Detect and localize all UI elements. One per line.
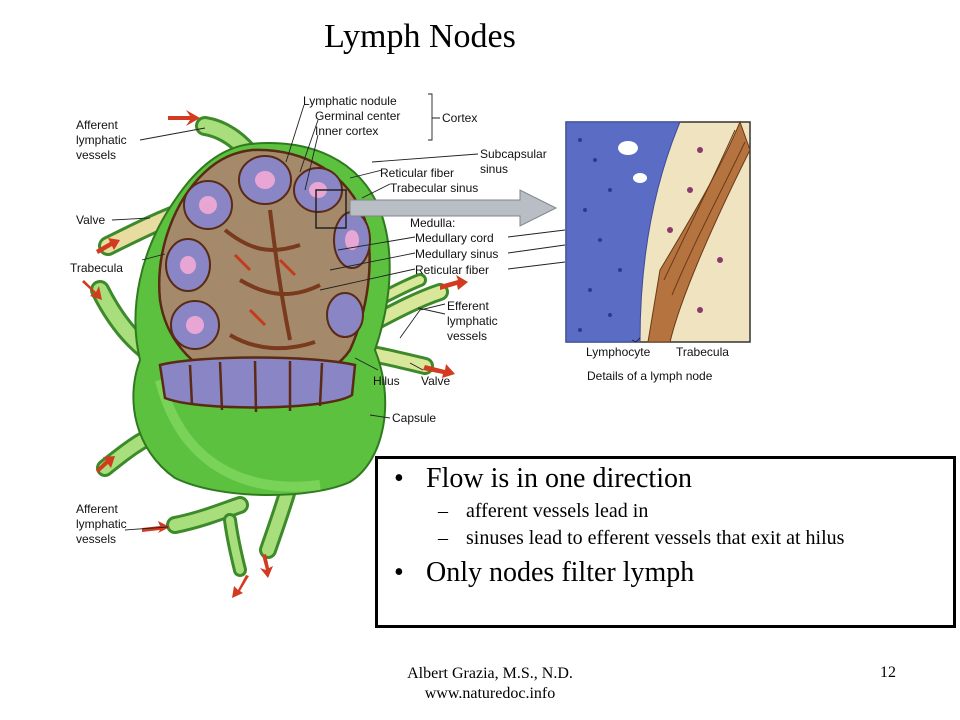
label-inner-cortex: Inner cortex xyxy=(315,124,378,138)
label-reticular-fiber-mid: Reticular fiber xyxy=(415,263,489,277)
label-lymphatic-nodule: Lymphatic nodule xyxy=(303,94,397,108)
detail-inset xyxy=(565,120,751,343)
label-afferent-top-3: vessels xyxy=(76,148,116,162)
label-efferent-1: Efferent xyxy=(447,299,489,313)
detail-arrow xyxy=(349,189,558,227)
sub-bullet-text: afferent vessels lead in xyxy=(466,500,649,522)
label-valve-right: Valve xyxy=(421,374,450,388)
label-afferent-top-2: lymphatic xyxy=(76,133,127,147)
slide-title: Lymph Nodes xyxy=(324,18,516,55)
sub-bullet-item: – sinuses lead to efferent vessels that … xyxy=(388,528,945,549)
label-afferent-bottom-1: Afferent xyxy=(76,502,118,516)
lymph-node-diagram: Afferent lymphatic vessels Valve Trabecu… xyxy=(70,93,751,598)
label-subcapsular-1: Subcapsular xyxy=(480,147,547,161)
label-afferent-bottom-3: vessels xyxy=(76,532,116,546)
sub-bullet-item: – afferent vessels lead in xyxy=(388,501,945,522)
label-germinal-center: Germinal center xyxy=(315,109,400,123)
label-efferent-2: lymphatic xyxy=(447,314,498,328)
label-efferent-3: vessels xyxy=(447,329,487,343)
sub-bullet-text: sinuses lead to efferent vessels that ex… xyxy=(466,527,845,549)
footer-author: Albert Grazia, M.S., N.D. xyxy=(407,665,573,682)
label-trabecula-left: Trabecula xyxy=(70,261,123,275)
bullet-box: • Flow is in one direction – afferent ve… xyxy=(375,456,956,628)
label-medullary-cord: Medullary cord xyxy=(415,231,494,245)
bullet-item: • Flow is in one direction xyxy=(388,463,945,495)
node-interior xyxy=(158,148,371,385)
cut-section xyxy=(158,356,357,413)
label-hilus: Hilus xyxy=(373,374,400,388)
page-number: 12 xyxy=(880,664,896,681)
bullet-text: Flow is in one direction xyxy=(426,463,692,494)
sub-bullet-glyph: – xyxy=(438,527,448,549)
inset-caption: Details of a lymph node xyxy=(587,369,713,383)
leader-lines xyxy=(111,93,641,531)
label-afferent-top-1: Afferent xyxy=(76,118,118,132)
label-subcapsular-2: sinus xyxy=(480,162,508,176)
bullet-text: Only nodes filter lymph xyxy=(426,557,695,588)
label-lymphocyte: Lymphocyte xyxy=(586,345,651,359)
flow-arrows xyxy=(82,110,468,598)
label-capsule: Capsule xyxy=(392,411,436,425)
label-trabecular-sinus: Trabecular sinus xyxy=(390,181,478,195)
label-reticular-fiber-top: Reticular fiber xyxy=(380,166,454,180)
label-medullary-sinus: Medullary sinus xyxy=(415,247,498,261)
label-valve-left: Valve xyxy=(76,213,105,227)
sub-bullet-glyph: – xyxy=(438,500,448,522)
label-afferent-bottom-2: lymphatic xyxy=(76,517,127,531)
label-medulla: Medulla: xyxy=(410,216,455,230)
bullet-glyph: • xyxy=(394,463,404,494)
footer: Albert Grazia, M.S., N.D. www.naturedoc.… xyxy=(320,664,660,704)
bullet-glyph: • xyxy=(394,557,404,588)
label-cortex: Cortex xyxy=(442,111,477,125)
footer-website: www.naturedoc.info xyxy=(424,685,556,702)
bullet-item: • Only nodes filter lymph xyxy=(388,557,945,589)
label-trabecula-inset: Trabecula xyxy=(676,345,729,359)
bullet-list: • Flow is in one direction – afferent ve… xyxy=(388,463,945,589)
inset-marker xyxy=(315,189,347,229)
